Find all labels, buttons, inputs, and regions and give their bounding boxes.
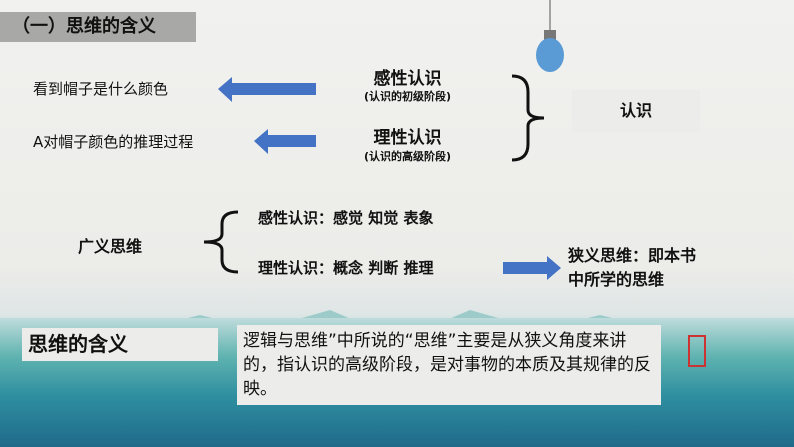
arrow-left-icon xyxy=(218,77,316,102)
section-title: （一）思维的含义 xyxy=(0,12,196,42)
lightbulb-icon xyxy=(536,0,564,72)
right-brace-icon xyxy=(511,74,545,162)
broad-line-rational: 理性认识：概念 判断 推理 xyxy=(258,259,434,277)
rational-label: 理性认识 xyxy=(373,128,442,148)
left-brace-icon xyxy=(203,210,239,274)
left-item-perceptual: 看到帽子是什么颜色 xyxy=(33,80,169,98)
broad-line-perceptual: 感性认识：感觉 知觉 表象 xyxy=(258,209,434,227)
perceptual-label: 感性认识 xyxy=(373,69,442,89)
arrow-right-icon xyxy=(503,256,561,280)
rational-sub: (认识的高级阶段) xyxy=(363,150,452,163)
broad-thinking-label: 广义思维 xyxy=(78,237,143,256)
seal-stamp xyxy=(688,335,706,367)
narrow-thinking: 狭义思维：即本书中所学的思维 xyxy=(568,244,696,292)
left-item-rational: A对帽子颜色的推理过程 xyxy=(33,133,194,151)
definition-text: 逻辑与思维”中所说的“思维”主要是从狭义角度来讲的，指认识的高级阶段，是对事物的… xyxy=(237,325,661,405)
bottom-heading: 思维的含义 xyxy=(22,328,218,361)
narrow-line-2: 中所学的思维 xyxy=(568,270,665,289)
narrow-line-1: 狭义思维：即本书 xyxy=(568,246,697,265)
arrow-left-icon xyxy=(254,129,316,154)
cognition-box: 认识 xyxy=(572,90,700,132)
perceptual-sub: (认识的初级阶段) xyxy=(363,90,452,103)
